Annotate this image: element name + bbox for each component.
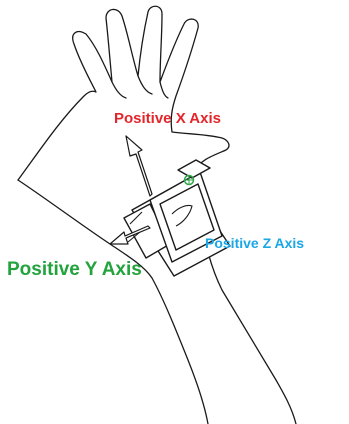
watch-clasp <box>178 160 210 178</box>
x-axis-arrow <box>126 136 152 196</box>
positive-x-axis-label: Positive X Axis <box>114 111 221 126</box>
positive-z-axis-label: Positive Z Axis <box>205 236 304 250</box>
positive-y-axis-label: Positive Y Axis <box>7 260 142 279</box>
